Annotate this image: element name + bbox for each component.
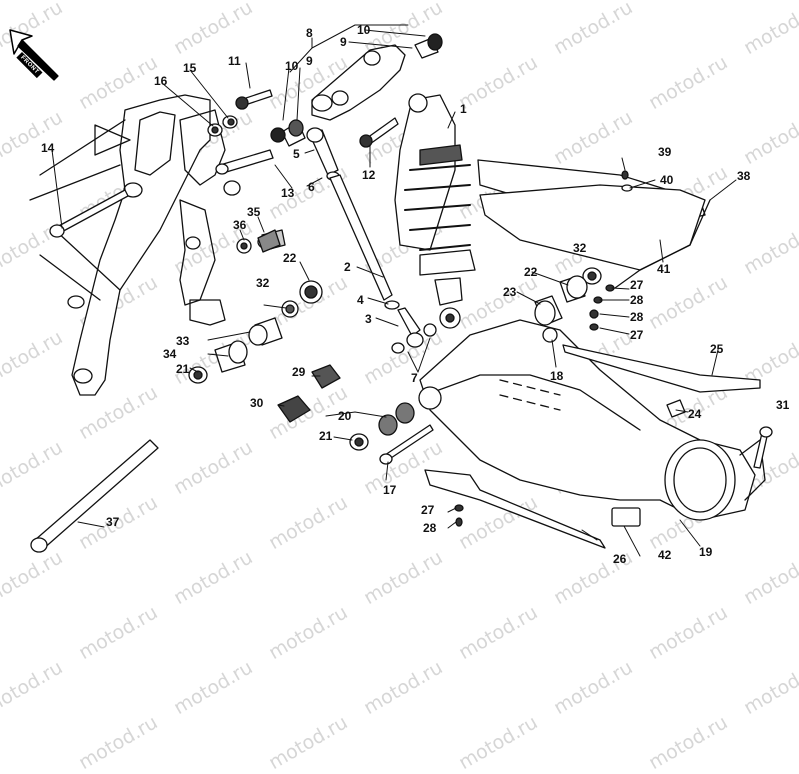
- bolt-14: [49, 189, 129, 238]
- callout-2: 2: [344, 260, 351, 274]
- watermark-text: motod.ru: [550, 656, 637, 720]
- callout-41: 41: [657, 262, 671, 276]
- swingarm-19: [418, 319, 766, 521]
- callout-21: 21: [319, 429, 333, 443]
- callout-26: 26: [613, 552, 627, 566]
- callout-18: 18: [550, 369, 564, 383]
- rocker-arm-8: [311, 44, 406, 121]
- callout-10: 10: [357, 23, 371, 37]
- callout-10: 10: [285, 59, 299, 73]
- bearing-set-9-10: [270, 33, 443, 147]
- callout-28: 28: [423, 521, 437, 535]
- callout-28: 28: [630, 293, 644, 307]
- chain-slider-25: [562, 344, 761, 393]
- callout-27: 27: [421, 503, 435, 517]
- tie-rod-assembly: [306, 127, 437, 354]
- callout-20: 20: [338, 409, 352, 423]
- left-bushings: [188, 229, 323, 384]
- callout-25: 25: [710, 342, 724, 356]
- pin-37: [34, 439, 159, 551]
- frame-part: [29, 94, 226, 396]
- label-plate-42: [611, 507, 641, 527]
- callout-23: 23: [503, 285, 517, 299]
- callout-27: 27: [630, 278, 644, 292]
- callout-16: 16: [154, 74, 168, 88]
- watermark-text: motod.ru: [170, 656, 257, 720]
- callout-5: 5: [293, 147, 300, 161]
- callout-32: 32: [256, 276, 270, 290]
- callout-42: 42: [658, 548, 672, 562]
- bolt-24: [666, 399, 686, 418]
- callout-4: 4: [357, 293, 364, 307]
- callout-3: 3: [365, 312, 372, 326]
- chain-slider-26: [424, 469, 606, 549]
- callout-30: 30: [250, 396, 264, 410]
- callout-21: 21: [176, 362, 190, 376]
- callout-29: 29: [292, 365, 306, 379]
- small-screws: [454, 170, 633, 527]
- callout-34: 34: [163, 347, 177, 361]
- callout-24: 24: [688, 407, 702, 421]
- rubber-block-30: [277, 395, 311, 423]
- spring-35: [257, 229, 281, 253]
- callout-22: 22: [283, 251, 297, 265]
- rubber-block-29: [311, 364, 341, 389]
- callout-17: 17: [383, 483, 397, 497]
- callout-32: 32: [573, 241, 587, 255]
- watermark-text: motod.ru: [0, 656, 67, 720]
- callout-35: 35: [247, 205, 261, 219]
- bracket-41: [614, 199, 711, 289]
- callout-40: 40: [660, 173, 674, 187]
- leader-lines: [51, 24, 737, 557]
- callout-14: 14: [41, 141, 55, 155]
- front-direction-arrow-icon: [9, 29, 59, 81]
- callout-9: 9: [340, 35, 347, 49]
- callout-11: 11: [228, 54, 241, 68]
- callout-31: 31: [776, 398, 790, 412]
- swingarm-pivot-parts: [349, 402, 434, 465]
- callout-36: 36: [233, 218, 247, 232]
- callout-7: 7: [411, 371, 418, 385]
- callout-15: 15: [183, 61, 197, 75]
- callout-13: 13: [281, 186, 295, 200]
- callout-12: 12: [362, 168, 376, 182]
- watermark-text: motod.ru: [360, 656, 447, 720]
- callout-22: 22: [524, 265, 538, 279]
- diagram-drawing: [9, 24, 773, 557]
- right-bushings: [534, 267, 602, 343]
- callout-28: 28: [630, 310, 644, 324]
- callout-39: 39: [658, 145, 672, 159]
- watermark-text: motod.ru: [75, 711, 162, 774]
- callout-33: 33: [176, 334, 190, 348]
- callout-19: 19: [699, 545, 713, 559]
- callout-27: 27: [630, 328, 644, 342]
- watermark-text: motod.ru: [75, 601, 162, 665]
- watermark-text: motod.ru: [455, 711, 542, 774]
- callout-38: 38: [737, 169, 751, 183]
- watermark-text: motod.ru: [455, 601, 542, 665]
- watermark-text: motod.ru: [645, 601, 732, 665]
- callout-8: 8: [306, 26, 313, 40]
- callout-1: 1: [460, 102, 467, 116]
- chain-guard-38: [477, 159, 706, 271]
- watermark-text: motod.ru: [265, 601, 352, 665]
- shock-absorber-1: [394, 93, 476, 329]
- callout-9: 9: [306, 54, 313, 68]
- watermark-text: motod.ru: [265, 711, 352, 774]
- watermark-text: motod.ru: [645, 711, 732, 774]
- callout-37: 37: [106, 515, 120, 529]
- watermark-text: motod.ru: [740, 656, 799, 720]
- callout-6: 6: [308, 180, 315, 194]
